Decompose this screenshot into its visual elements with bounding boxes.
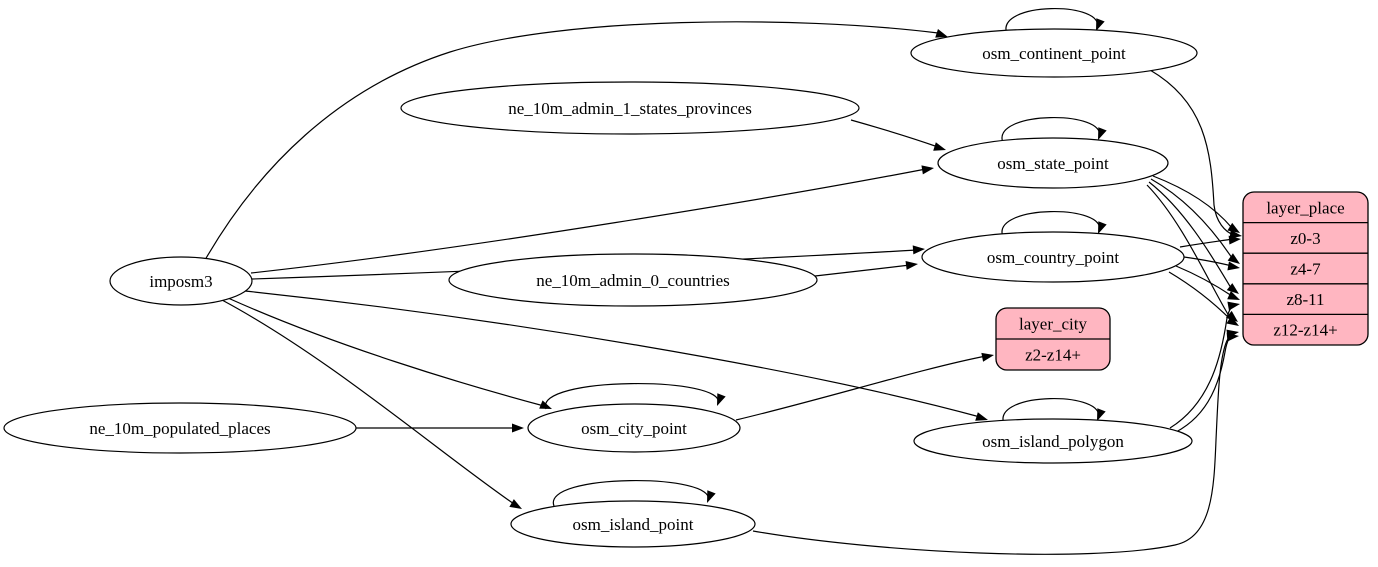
node-label: osm_city_point: [581, 419, 687, 438]
node-osm_country_point: osm_country_point: [921, 211, 1185, 283]
edge-ne_10m_admin_1_states_provinces-to-osm_state_point: [850, 119, 946, 151]
node-osm_city_point: osm_city_point: [527, 382, 741, 453]
arrowhead-icon: [1226, 283, 1239, 294]
arrowhead-icon: [717, 393, 726, 406]
arrowhead-icon: [707, 490, 716, 503]
node-label: ne_10m_admin_1_states_provinces: [508, 99, 752, 118]
arrowhead-icon: [1228, 235, 1241, 245]
node-ellipse: [109, 256, 253, 306]
edge-imposm3-to-osm_continent_point: [204, 21, 948, 261]
arrowhead-icon: [933, 142, 946, 151]
edge-osm_country_point-to-layer_place-z4-7: [1183, 256, 1240, 271]
edge-osm_state_point-to-layer_place-z0-3: [1152, 175, 1240, 233]
arrowhead-icon: [1227, 301, 1240, 311]
record-layer_place: layer_place z0-3 z4-7 z8-11 z12-z14+: [1242, 191, 1369, 346]
node-ellipse: [400, 81, 860, 135]
edge-osm_island_point-to-layer_place-z12-z14+: [752, 332, 1239, 555]
edge-osm_country_point-to-layer_place-z12-z14+: [1168, 271, 1239, 326]
record-title: layer_city: [1019, 315, 1087, 334]
node-osm_island_point: osm_island_point: [510, 480, 756, 548]
edge-osm_city_point-to-layer_city-z2-z14+: [735, 352, 994, 421]
edge-osm_island_polygon-to-layer_place-z8-11: [1169, 301, 1240, 429]
record-row: z8-11: [1286, 290, 1324, 309]
arrowhead-icon: [1227, 261, 1240, 271]
node-osm_state_point: osm_state_point: [937, 117, 1169, 189]
edge-osm_state_point-to-layer_place-z12-z14+: [1146, 184, 1238, 322]
node-label: osm_island_point: [573, 515, 694, 534]
record-layer_city: layer_city z2-z14+: [995, 307, 1111, 371]
node-label: osm_continent_point: [982, 44, 1126, 63]
node-ellipse: [937, 137, 1169, 189]
node-label: osm_island_polygon: [982, 432, 1124, 451]
edge-imposm3-to-osm_island_point: [221, 299, 522, 509]
arrowhead-icon: [921, 165, 934, 175]
node-ellipse: [3, 402, 357, 454]
arrowhead-icon: [975, 412, 988, 421]
arrowhead-icon: [905, 260, 918, 270]
arrowhead-icon: [1097, 408, 1106, 421]
node-ellipse: [921, 231, 1185, 283]
edge-imposm3-to-osm_city_point: [227, 297, 552, 409]
node-ellipse: [913, 418, 1193, 464]
node-label: ne_10m_populated_places: [89, 419, 270, 438]
self-loop: [545, 382, 719, 410]
arrowhead-icon: [1227, 291, 1240, 300]
node-imposm3: imposm3: [109, 256, 253, 306]
node-ne_10m_admin_0_countries: ne_10m_admin_0_countries: [448, 253, 818, 307]
arrowhead-icon: [1229, 229, 1242, 239]
record-row: z0-3: [1290, 229, 1320, 248]
node-ne_10m_admin_1_states_provinces: ne_10m_admin_1_states_provinces: [400, 81, 860, 135]
record-box: [1242, 191, 1369, 346]
record-title: layer_place: [1266, 198, 1344, 217]
self-loop: [1001, 117, 1101, 144]
arrowhead-icon: [1226, 332, 1239, 342]
node-label: osm_state_point: [997, 154, 1109, 173]
node-label: ne_10m_admin_0_countries: [536, 271, 730, 290]
node-osm_island_polygon: osm_island_polygon: [913, 398, 1193, 464]
edge-osm_continent_point-to-layer_place-z0-3: [1149, 69, 1242, 239]
self-loop: [1002, 398, 1100, 425]
self-loop: [553, 480, 709, 507]
node-ne_10m_populated_places: ne_10m_populated_places: [3, 402, 357, 454]
arrowhead-icon: [1096, 18, 1105, 31]
node-ellipse: [527, 403, 741, 453]
record-row: z2-z14+: [1025, 346, 1081, 365]
edge-imposm3-to-osm_island_polygon: [244, 290, 988, 421]
arrowhead-icon: [935, 29, 948, 38]
arrowhead-icon: [1225, 310, 1238, 322]
arrowhead-icon: [509, 499, 522, 509]
arrowhead-icon: [1226, 315, 1239, 326]
edge-ne_10m_admin_0_countries-to-osm_country_point: [814, 260, 918, 277]
arrowhead-icon: [1227, 253, 1240, 264]
arrowhead-icon: [512, 423, 524, 433]
edge-imposm3-to-osm_state_point: [250, 165, 934, 274]
record-row: z12-z14+: [1273, 321, 1337, 340]
arrowhead-icon: [1098, 221, 1107, 234]
node-osm_continent_point: osm_continent_point: [910, 8, 1198, 78]
node-ellipse: [910, 28, 1198, 78]
edge-osm_country_point-to-layer_place-z8-11: [1175, 265, 1240, 300]
arrowhead-icon: [981, 352, 994, 362]
record-row: z4-7: [1290, 260, 1321, 279]
edge-osm_state_point-to-layer_place-z8-11: [1148, 181, 1239, 294]
arrowhead-icon: [1098, 127, 1107, 140]
self-loop: [1005, 8, 1099, 35]
edge-osm_state_point-to-layer_place-z4-7: [1150, 178, 1240, 264]
arrowhead-icon: [1227, 222, 1240, 233]
edge-osm_country_point-to-layer_place-z0-3: [1179, 235, 1241, 248]
self-loop: [1001, 211, 1101, 238]
edge-ne_10m_populated_places-to-osm_city_point: [356, 423, 524, 433]
node-ellipse: [510, 500, 756, 548]
node-ellipse: [448, 253, 818, 307]
node-label: osm_country_point: [987, 248, 1119, 267]
node-label: imposm3: [149, 272, 212, 291]
arrowhead-icon: [912, 245, 925, 255]
